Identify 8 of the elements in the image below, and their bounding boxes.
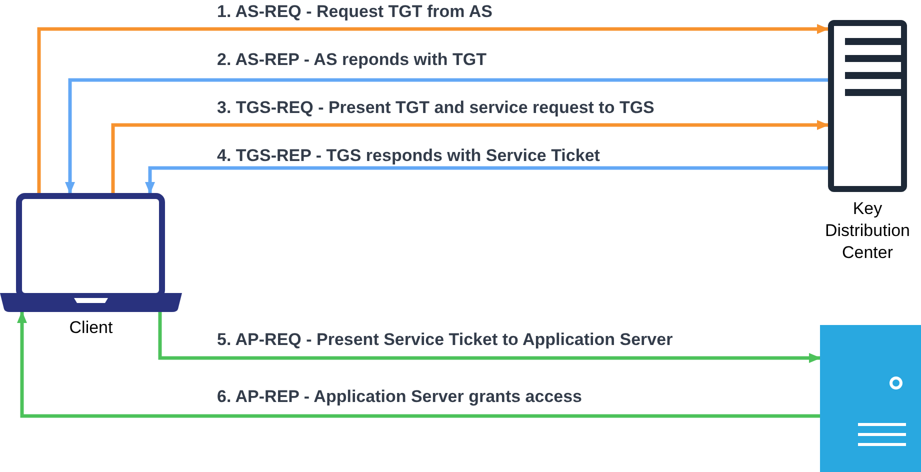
arrow — [145, 166, 828, 194]
node-label: Client — [68, 318, 114, 338]
arrow — [158, 312, 821, 363]
arrow — [65, 78, 828, 194]
arrow — [17, 311, 820, 418]
node-label: Key Distribution Center — [824, 198, 912, 264]
arrow — [37, 24, 829, 193]
arrow — [111, 120, 829, 193]
